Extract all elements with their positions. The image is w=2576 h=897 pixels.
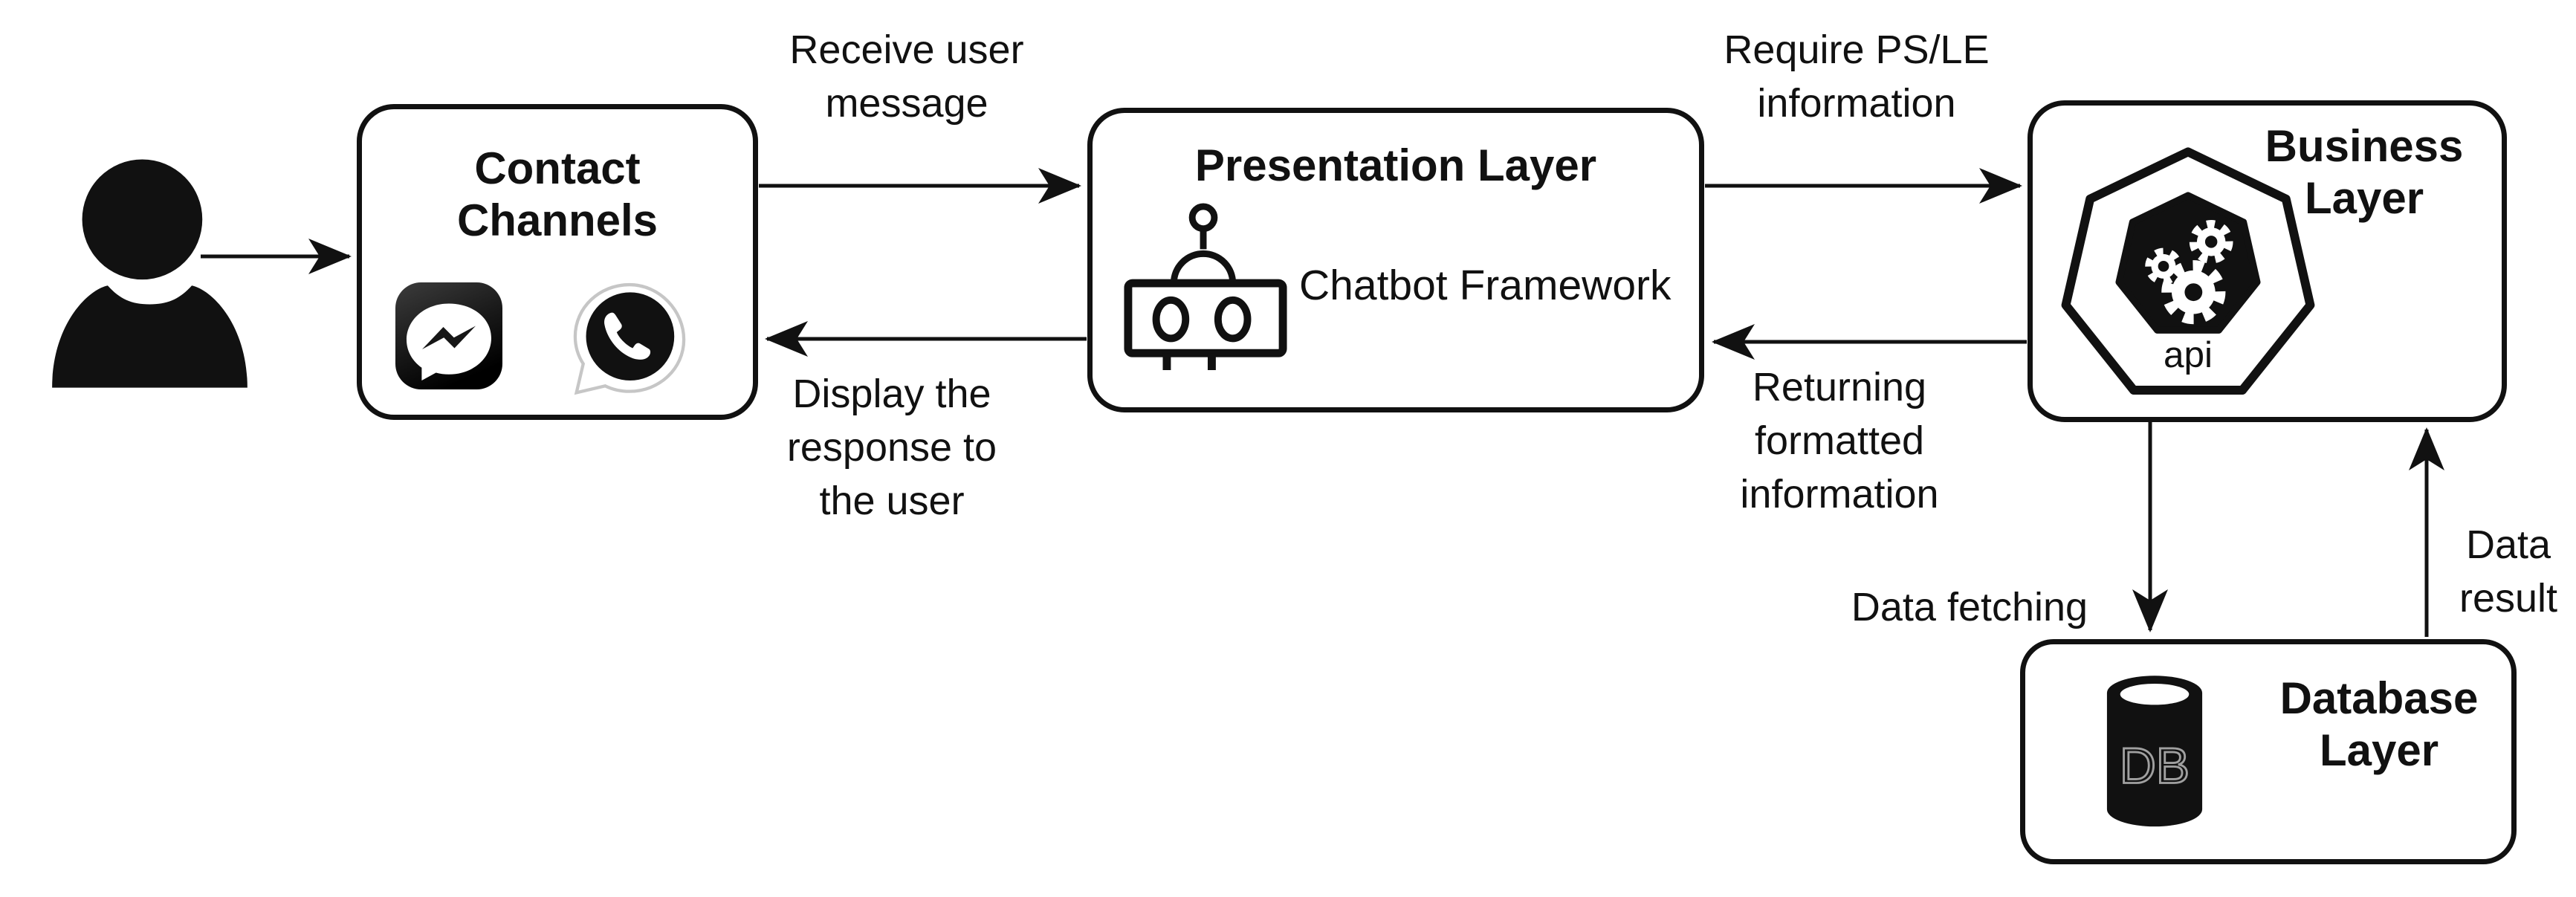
business-layer-box: Business Layer api — [2028, 100, 2507, 422]
edge-label-display: Display the response to the user — [786, 372, 997, 523]
api-label: api — [2164, 334, 2213, 375]
db-label: DB — [2120, 738, 2190, 794]
person-icon — [52, 159, 247, 388]
chatbot-framework-label: Chatbot Framework — [1299, 262, 1672, 309]
whatsapp-icon — [573, 283, 686, 395]
messenger-icon — [395, 282, 502, 390]
edge-label-result: Data result — [2459, 522, 2558, 621]
edge-label-require: Require PS/LE information — [1724, 27, 1990, 126]
database-cylinder-icon: DB — [2106, 676, 2203, 827]
api-heptagon-icon: api — [2061, 147, 2315, 395]
contact-channels-box: Contact Channels — [357, 104, 758, 420]
database-layer-title: Database Layer — [2279, 673, 2479, 775]
presentation-layer-title: Presentation Layer — [1194, 140, 1597, 190]
edge-label-returning: Returning formatted information — [1740, 365, 1939, 516]
contact-channels-title: Contact Channels — [456, 143, 658, 245]
presentation-layer-box: Presentation Layer Chatbot Framework — [1087, 108, 1704, 412]
database-layer-box: Database Layer DB — [2020, 639, 2517, 864]
contact-channels-icons — [362, 280, 753, 404]
edge-label-receive: Receive user message — [789, 27, 1024, 126]
edge-label-fetching: Data fetching — [1851, 585, 2088, 629]
business-layer-title: Business Layer — [2265, 121, 2464, 223]
robot-icon — [1124, 203, 1287, 370]
